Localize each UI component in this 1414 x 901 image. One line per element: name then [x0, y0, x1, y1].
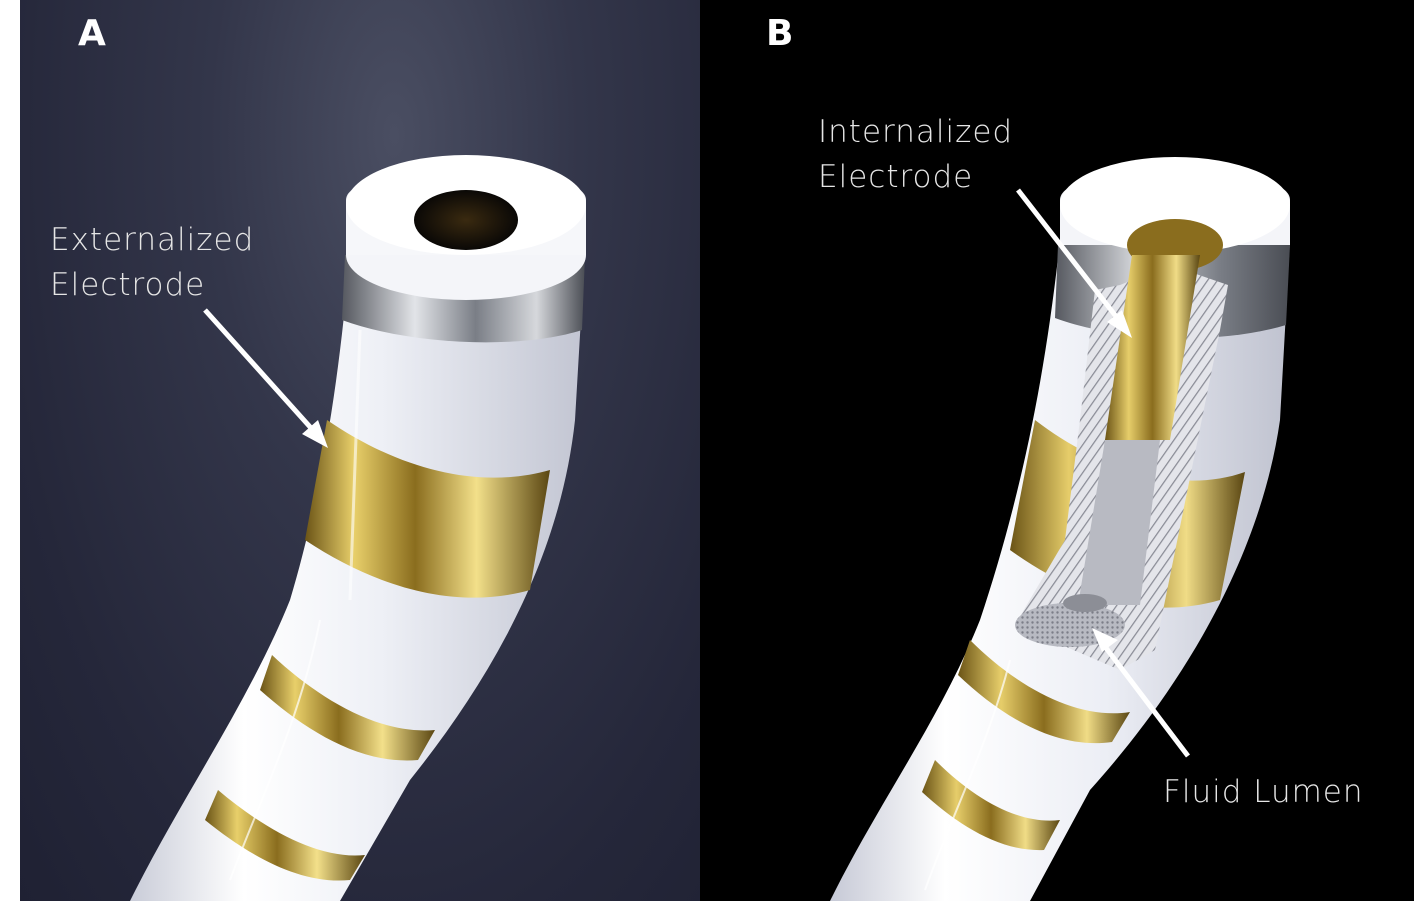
label-fluid-lumen-text: Fluid Lumen [1163, 774, 1364, 810]
panel-b: B Internalized Electrode Fluid Lumen [700, 0, 1414, 901]
label-line-2: Electrode [818, 159, 974, 195]
panel-letter-b: B [766, 13, 794, 54]
label-line-1: Internalized [818, 114, 1014, 150]
arrow-internalized [1016, 188, 1127, 330]
panel-a: A Externalized Electrode [20, 0, 700, 901]
label-externalized-electrode: Externalized Electrode [50, 218, 254, 308]
catheter-internalized-illustration [830, 157, 1290, 901]
label-fluid-lumen: Fluid Lumen [1163, 770, 1364, 815]
panel-letter-a: A [78, 13, 106, 54]
arrow-externalized [203, 308, 322, 440]
arrow-fluid-lumen [1098, 638, 1190, 758]
label-line-1: Externalized [50, 222, 255, 258]
catheter-externalized-illustration [130, 155, 586, 901]
label-internalized-electrode: Internalized Electrode [818, 110, 1013, 200]
label-line-2: Electrode [50, 267, 206, 303]
